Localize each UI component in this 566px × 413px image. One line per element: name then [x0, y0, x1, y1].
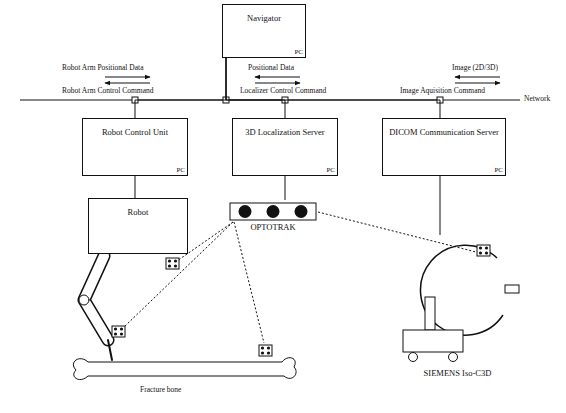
node-title: Robot Control Unit [83, 119, 187, 138]
camera-bar [228, 200, 318, 222]
message-label: Robot Arm Positional Data [62, 64, 143, 72]
message-label: Image (2D/3D) [452, 64, 498, 72]
c-arm: SIEMENS Iso-C3D [385, 235, 530, 385]
pc-label: PC [176, 166, 185, 174]
optical-tracker: OPTOTRAK [228, 200, 318, 240]
part-label: Fracture bone [140, 386, 181, 394]
pc-label: PC [294, 48, 303, 56]
message-label: Positional Data [248, 64, 294, 72]
bone [73, 358, 296, 380]
network-connector [440, 176, 441, 235]
network-connector [285, 176, 286, 200]
node-title: Navigator [223, 5, 305, 24]
server-box: Robot Control UnitPC [82, 118, 188, 176]
node-title: OPTOTRAK [228, 200, 318, 233]
message-arrows [105, 77, 500, 83]
network-label: Network [524, 95, 550, 103]
bone-marker [259, 345, 272, 356]
navigator-box: NavigatorPC [222, 4, 306, 58]
tool-marker [112, 326, 125, 337]
node-title: DICOM Communication Server [383, 119, 505, 138]
robot-box: Robot [88, 198, 188, 254]
message-label: Localizer Control Command [240, 87, 326, 95]
node-title: SIEMENS Iso-C3D [385, 235, 530, 379]
message-label: Image Aquisition Command [400, 87, 485, 95]
c-arm-drawing [385, 235, 530, 367]
server-box: 3D Localization ServerPC [232, 118, 338, 176]
pc-label: PC [326, 166, 335, 174]
robot-marker [166, 258, 179, 269]
pc-label: PC [494, 166, 503, 174]
node-title: Robot [89, 199, 187, 218]
server-box: DICOM Communication ServerPC [382, 118, 506, 176]
robot-arm [79, 256, 112, 360]
network-connector [135, 176, 136, 198]
node-title: 3D Localization Server [233, 119, 337, 138]
message-label: Robot Arm Control Command [62, 87, 153, 95]
